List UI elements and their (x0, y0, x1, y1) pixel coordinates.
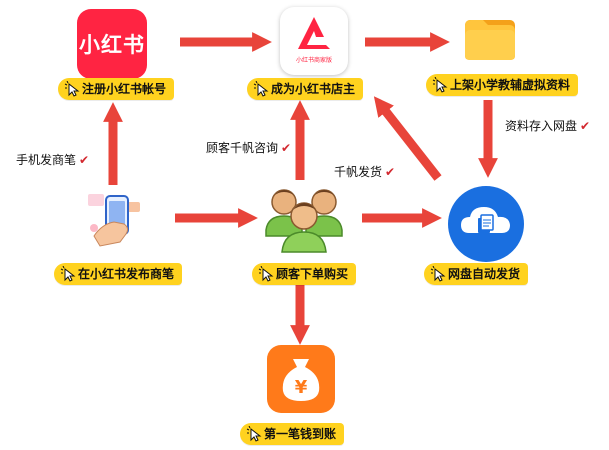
qianfan-delivery-annotation: 千帆发货✔ (334, 164, 395, 180)
money-bag-icon: ¥ (267, 345, 335, 413)
customer-order-text: 顾客下单购买 (276, 267, 349, 281)
save-to-cloud-annotation: 资料存入网盘✔ (505, 118, 590, 134)
save-to-cloud-text: 资料存入网盘 (505, 119, 578, 133)
customer-order-label: 顾客下单购买 (252, 263, 357, 285)
folder-icon (465, 20, 515, 60)
register-account-label: 注册小红书帐号 (58, 78, 175, 100)
pointer-cursor-icon (60, 266, 76, 282)
merchant-logo-subtext: 小红书商家版 (295, 57, 332, 64)
become-owner-label: 成为小红书店主 (247, 78, 364, 100)
first-income-text: 第一笔钱到账 (264, 427, 337, 441)
pointer-cursor-icon (253, 81, 269, 97)
money-bag-shape: ¥ (282, 359, 320, 401)
pointer-cursor-icon (258, 266, 274, 282)
auto-delivery-text: 网盘自动发货 (448, 267, 521, 281)
become-owner-text: 成为小红书店主 (271, 82, 356, 96)
customers-group-icon (265, 189, 343, 253)
pointer-cursor-icon (64, 81, 80, 97)
phone-note-text: 手机发商笔 (16, 153, 77, 167)
check-mark-icon: ✔ (385, 165, 396, 179)
list-materials-label: 上架小学教辅虚拟资料 (426, 74, 579, 96)
pointer-cursor-icon (430, 266, 446, 282)
list-materials-text: 上架小学教辅虚拟资料 (450, 78, 571, 92)
merchant-a-mark (298, 17, 330, 49)
customer-inquiry-text: 顾客千帆咨询 (206, 141, 279, 155)
register-account-text: 注册小红书帐号 (82, 82, 167, 96)
customer-inquiry-annotation: 顾客千帆咨询✔ (206, 140, 291, 156)
phone-hand-icon (88, 194, 140, 247)
publish-note-label: 在小红书发布商笔 (54, 263, 183, 285)
publish-note-text: 在小红书发布商笔 (78, 267, 175, 281)
qianfan-delivery-text: 千帆发货 (334, 165, 383, 179)
xiaohongshu-logo-icon: 小红书 (77, 9, 147, 79)
pointer-cursor-icon (246, 426, 262, 442)
check-mark-icon: ✔ (79, 153, 90, 167)
check-mark-icon: ✔ (580, 119, 591, 133)
auto-delivery-label: 网盘自动发货 (424, 263, 529, 285)
check-mark-icon: ✔ (281, 141, 292, 155)
first-income-label: 第一笔钱到账 (240, 423, 345, 445)
xiaohongshu-merchant-logo-icon: 小红书商家版 (280, 7, 348, 75)
svg-text:¥: ¥ (295, 377, 308, 398)
phone-note-annotation: 手机发商笔✔ (16, 152, 89, 168)
cloud-drive-icon (448, 186, 524, 262)
arrow-cloud-to-owner (373, 96, 442, 181)
xhs-logo-text: 小红书 (79, 33, 145, 57)
pointer-cursor-icon (432, 77, 448, 93)
